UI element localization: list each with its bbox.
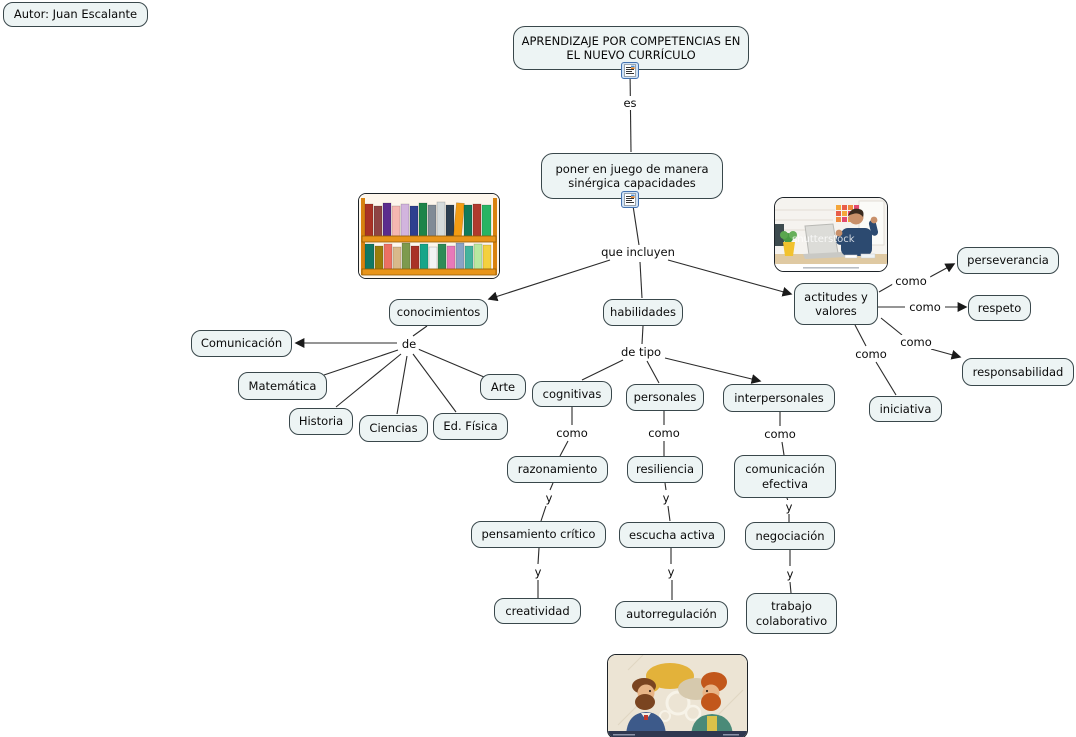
linking-phrase-como-respeto[interactable]: como xyxy=(906,300,944,314)
laptop xyxy=(803,223,846,259)
linking-phrase-y-negociacion[interactable]: y xyxy=(783,567,797,581)
linking-phrase-es[interactable]: es xyxy=(620,96,640,110)
office-photo-image[interactable]: shutterstock xyxy=(774,197,888,272)
linking-phrase-y-resiliencia[interactable]: y xyxy=(659,491,673,505)
linking-phrase-como-interpersonales[interactable]: como xyxy=(761,427,799,441)
credit-line xyxy=(803,267,859,269)
concept-ciencias[interactable]: Ciencias xyxy=(359,415,428,442)
concept-comunicacion-efectiva[interactable]: comunicación efectiva xyxy=(734,455,836,498)
linking-phrase-de-tipo[interactable]: de tipo xyxy=(617,345,665,359)
linking-phrase-como-personales[interactable]: como xyxy=(645,426,683,440)
linking-phrase-que-incluyen[interactable]: que incluyen xyxy=(598,245,678,259)
author-node[interactable]: Autor: Juan Escalante xyxy=(3,2,148,27)
resource-icon[interactable] xyxy=(621,191,639,208)
office-photo-illustration: shutterstock xyxy=(775,198,887,271)
linking-phrase-como-responsabilidad[interactable]: como xyxy=(897,335,935,349)
linking-phrase-y-escucha[interactable]: y xyxy=(664,565,678,579)
watermark-text: shutterstock xyxy=(792,234,855,245)
chalkboard xyxy=(775,224,784,246)
concept-respeto[interactable]: respeto xyxy=(968,295,1031,321)
concept-cognitivas[interactable]: cognitivas xyxy=(532,381,612,407)
linking-phrase-y-comunicacion[interactable]: y xyxy=(782,500,796,514)
bookshelf-image[interactable] xyxy=(358,193,500,279)
concept-actitudes-y-valores[interactable]: actitudes y valores xyxy=(794,283,878,325)
concept-pensamiento-critico[interactable]: pensamiento crítico xyxy=(471,521,606,548)
concept-matematica[interactable]: Matemática xyxy=(238,372,327,400)
concept-responsabilidad[interactable]: responsabilidad xyxy=(962,358,1074,386)
resource-icon[interactable] xyxy=(621,62,639,79)
plant xyxy=(780,231,797,256)
concept-escucha-activa[interactable]: escucha activa xyxy=(619,522,725,548)
concept-historia[interactable]: Historia xyxy=(289,408,353,435)
linking-phrase-como-perseverancia[interactable]: como xyxy=(892,274,930,288)
concept-comunicacion[interactable]: Comunicación xyxy=(191,330,292,357)
linking-phrase-como-cognitivas[interactable]: como xyxy=(553,426,591,440)
concept-personales[interactable]: personales xyxy=(626,384,704,411)
concept-interpersonales[interactable]: interpersonales xyxy=(723,384,835,412)
gears xyxy=(659,690,702,722)
concept-habilidades[interactable]: habilidades xyxy=(603,299,683,326)
concept-trabajo-colaborativo[interactable]: trabajo colaborativo xyxy=(746,593,837,634)
linking-phrase-de[interactable]: de xyxy=(398,337,420,351)
conversation-illustration xyxy=(608,655,747,737)
concept-razonamiento[interactable]: razonamiento xyxy=(507,456,608,483)
watermark-bar xyxy=(608,731,747,737)
man-celebrating xyxy=(835,208,879,256)
concept-iniciativa[interactable]: iniciativa xyxy=(869,396,942,422)
linking-phrase-y-razonamiento[interactable]: y xyxy=(542,491,556,505)
bookshelf-illustration xyxy=(359,194,499,278)
concept-autorregulacion[interactable]: autorregulación xyxy=(615,601,728,628)
conversation-image[interactable] xyxy=(607,654,748,737)
linking-phrase-y-pensamiento[interactable]: y xyxy=(531,565,545,579)
left-man xyxy=(626,678,666,737)
linking-phrase-como-iniciativa[interactable]: como xyxy=(852,347,890,361)
concept-negociacion[interactable]: negociación xyxy=(745,522,835,550)
concept-conocimientos[interactable]: conocimientos xyxy=(389,299,488,326)
author-label: Autor: Juan Escalante xyxy=(13,7,138,22)
concept-ed-fisica[interactable]: Ed. Física xyxy=(433,413,508,440)
concept-arte[interactable]: Arte xyxy=(480,374,526,400)
concept-creatividad[interactable]: creatividad xyxy=(494,598,581,624)
concept-resiliencia[interactable]: resiliencia xyxy=(627,456,703,483)
concept-perseverancia[interactable]: perseverancia xyxy=(957,247,1059,274)
